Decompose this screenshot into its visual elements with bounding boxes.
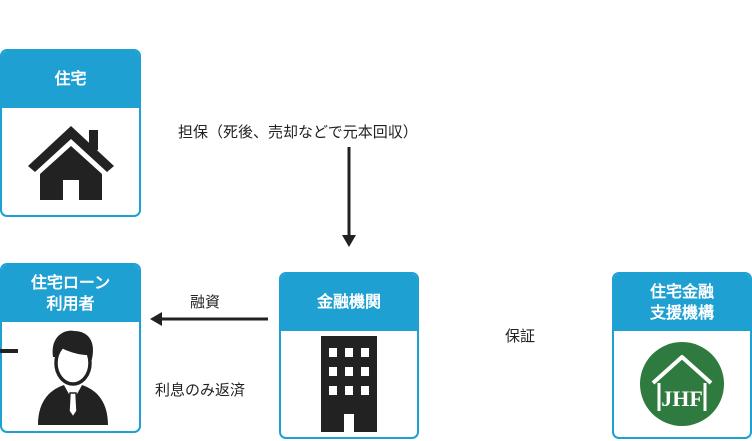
collateral-label: 担保（死後、売却などで元本回収）: [178, 123, 418, 141]
repay-label: 利息のみ返済: [155, 381, 246, 399]
borrower-title-line1: 住宅ローン: [30, 272, 111, 292]
loan-arrow: [150, 312, 268, 326]
house-node: 住宅: [0, 49, 141, 217]
bank-node-title: 金融機関: [281, 274, 417, 331]
jhf-logo-text: JHF: [661, 386, 703, 411]
house-node-title: 住宅: [2, 51, 139, 108]
bank-node: 金融機関: [279, 272, 419, 439]
house-icon: [27, 125, 114, 200]
borrower-side-line: [0, 349, 18, 353]
borrower-node: 住宅ローン 利用者: [0, 263, 141, 433]
jhf-node-title: 住宅金融 支援機構: [614, 274, 750, 331]
borrower-node-title: 住宅ローン 利用者: [2, 265, 139, 322]
building-icon: [321, 336, 377, 432]
jhf-logo: JHF: [640, 342, 724, 426]
collateral-arrow: [342, 147, 356, 247]
businessman-icon: [37, 330, 108, 425]
jhf-title-line2: 支援機構: [649, 302, 714, 322]
loan-label: 融資: [190, 293, 221, 311]
guarantee-label: 保証: [505, 327, 536, 345]
borrower-title-line2: 利用者: [46, 293, 95, 313]
jhf-title-line1: 住宅金融: [649, 281, 714, 301]
jhf-node: 住宅金融 支援機構 JHF: [612, 272, 752, 439]
